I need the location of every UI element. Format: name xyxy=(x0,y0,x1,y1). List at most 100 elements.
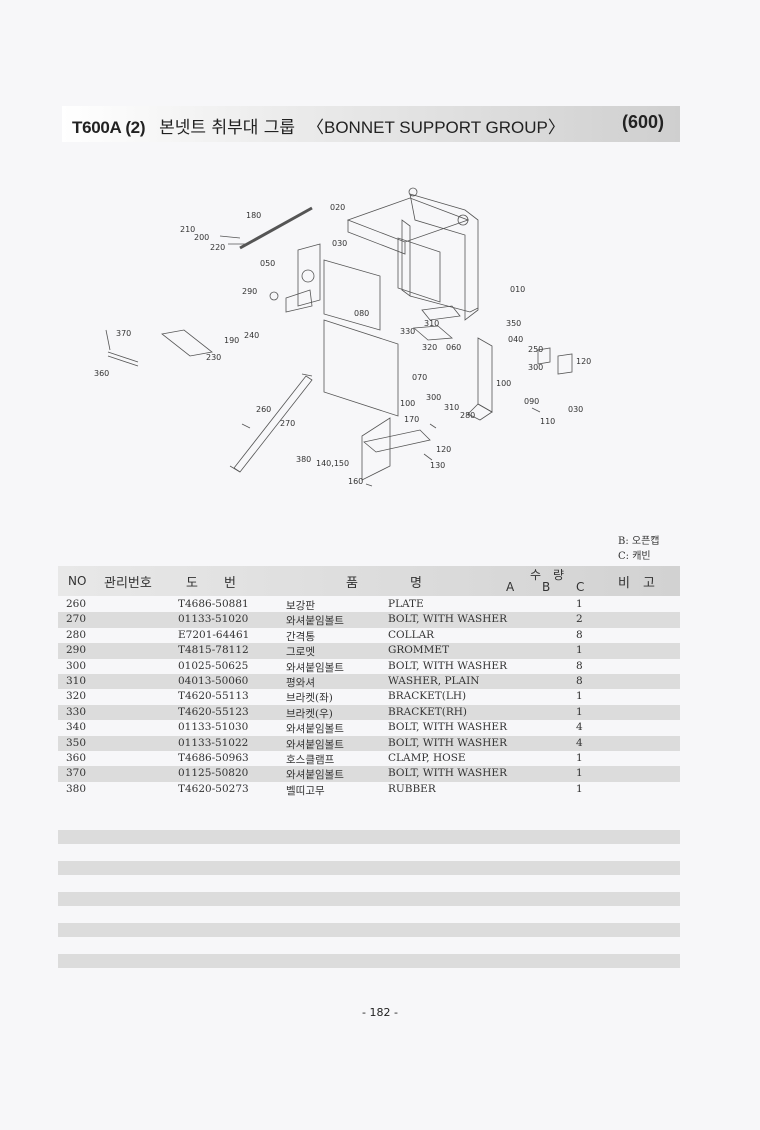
quantity: 8 xyxy=(576,674,583,687)
col-qty: 수 량 xyxy=(530,568,565,582)
callout-label: 080 xyxy=(354,309,369,318)
part-name-korean: 와셔붙임볼트 xyxy=(286,615,344,628)
main-frame-part xyxy=(409,193,479,321)
part-name-english: BOLT, WITH WASHER xyxy=(388,721,507,734)
col-no: NO xyxy=(68,574,87,588)
quantity: 1 xyxy=(576,644,583,657)
part-no: 340 xyxy=(66,721,87,734)
part-no: 380 xyxy=(66,782,87,795)
part-no: 280 xyxy=(66,628,87,641)
lower-bracket-part xyxy=(361,417,391,481)
drawing-no: 01125-50820 xyxy=(178,767,249,780)
part-name-english: BOLT, WITH WASHER xyxy=(388,767,507,780)
part-no: 330 xyxy=(66,705,87,718)
parts-table-header: NO 관리번호 도 번 품 명 수 량 A B C 비 고 xyxy=(58,566,680,596)
callout-label: 160 xyxy=(348,477,363,486)
part-name-english: BRACKET(RH) xyxy=(388,705,468,718)
drawing-no: E7201-64461 xyxy=(178,628,250,641)
legend-b: B: 오픈캡 xyxy=(618,536,660,547)
callout-label: 270 xyxy=(280,419,295,428)
quantity: 4 xyxy=(576,721,583,734)
part-name-english: WASHER, PLAIN xyxy=(388,674,480,687)
lower-panel-part xyxy=(323,319,399,417)
quantity: 1 xyxy=(576,690,583,703)
callout-label: 240 xyxy=(244,331,259,340)
callout-label: 320 xyxy=(422,343,437,352)
part-name-korean: 간격통 xyxy=(286,630,315,643)
part-name-korean: 와셔붙임볼트 xyxy=(286,769,344,782)
drawing-no: 01133-51020 xyxy=(178,613,249,626)
callout-label: 310 xyxy=(424,319,439,328)
part-name-korean: 와셔붙임볼트 xyxy=(286,661,344,674)
part-name-korean: 호스클램프 xyxy=(286,753,335,766)
part-name-english: RUBBER xyxy=(388,782,436,795)
callout-label: 030 xyxy=(568,405,583,414)
part-no: 290 xyxy=(66,644,87,657)
callout-label: 310 xyxy=(444,403,459,412)
right-bracket-part xyxy=(477,337,493,413)
quantity: 1 xyxy=(576,705,583,718)
callout-label: 060 xyxy=(446,343,461,352)
upper-panel-part xyxy=(323,259,381,331)
quantity: 1 xyxy=(576,782,583,795)
title-english: 〈BONNET SUPPORT GROUP〉 xyxy=(306,118,565,137)
part-name-korean: 보강판 xyxy=(286,600,315,612)
part-name-english: CLAMP, HOSE xyxy=(388,751,466,764)
page-number: - 182 - xyxy=(362,1006,398,1019)
empty-row-band xyxy=(58,892,680,906)
empty-row-band xyxy=(58,923,680,937)
grommet-part xyxy=(269,291,279,301)
callout-label: 110 xyxy=(540,417,555,426)
part-no: 270 xyxy=(66,613,87,626)
callout-label: 030 xyxy=(332,239,347,248)
exploded-parts-diagram: 020 180 210 200 220 030 050 290 010 080 … xyxy=(94,187,591,487)
callout-label: 330 xyxy=(400,327,415,336)
quantity: 8 xyxy=(576,659,583,672)
callout-label: 250 xyxy=(528,345,543,354)
callout-label: 200 xyxy=(194,233,209,242)
callout-label: 100 xyxy=(400,399,415,408)
callout-label: 300 xyxy=(528,363,543,372)
callout-label: 120 xyxy=(436,445,451,454)
drawing-no: 01133-51030 xyxy=(178,721,249,734)
empty-row-band xyxy=(58,830,680,844)
part-name-english: BOLT, WITH WASHER xyxy=(388,613,507,626)
callout-label: 300 xyxy=(426,393,441,402)
col-qty-b: B xyxy=(542,580,551,594)
callout-label: 120 xyxy=(576,357,591,366)
callout-label: 280 xyxy=(460,411,475,420)
part-name-korean: 그로멧 xyxy=(286,646,315,659)
col-part-name: 품 명 xyxy=(346,576,422,591)
callout-label: 190 xyxy=(224,336,239,345)
quantity: 8 xyxy=(576,628,583,641)
callout-label: 010 xyxy=(510,285,525,294)
part-name-korean: 와셔붙임볼트 xyxy=(286,738,344,751)
col-qty-c: C xyxy=(576,580,585,594)
empty-row-band xyxy=(58,954,680,968)
page-title: T600A (2) 본넷트 취부대 그룹 〈BONNET SUPPORT GRO… xyxy=(72,113,565,138)
part-no: 260 xyxy=(66,598,87,610)
part-name-english: GROMMET xyxy=(388,644,450,657)
part-name-korean: 브라켓(우) xyxy=(286,707,333,720)
callout-label: 070 xyxy=(412,373,427,382)
callout-label: 130 xyxy=(430,461,445,470)
callout-label: 020 xyxy=(330,203,345,212)
callout-label: 360 xyxy=(94,369,109,378)
quantity: 4 xyxy=(576,736,583,749)
part-name-english: COLLAR xyxy=(388,628,435,641)
callout-label: 100 xyxy=(496,379,511,388)
part-no: 370 xyxy=(66,767,87,780)
col-mgmt-no: 관리번호 xyxy=(104,576,152,591)
callout-label: 090 xyxy=(524,397,539,406)
part-name-korean: 브라켓(좌) xyxy=(286,692,333,705)
quantity: 1 xyxy=(576,751,583,764)
part-name-korean: 평와셔 xyxy=(286,676,315,689)
